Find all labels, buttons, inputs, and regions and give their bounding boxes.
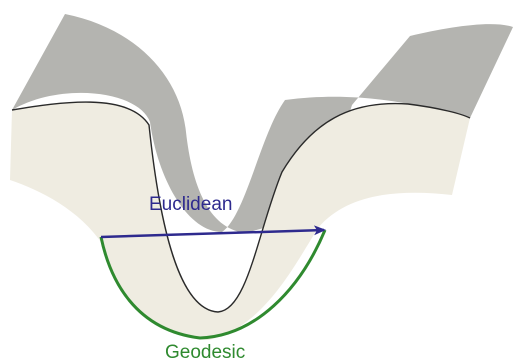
euclidean-label: Euclidean [149, 194, 232, 215]
front-surface [10, 102, 470, 340]
euclidean-arrow [100, 225, 326, 239]
back-surface [12, 14, 513, 233]
geodesic-label: Geodesic [165, 342, 245, 361]
upper-edge-curve [11, 101, 471, 313]
geodesic-path [99, 229, 327, 340]
